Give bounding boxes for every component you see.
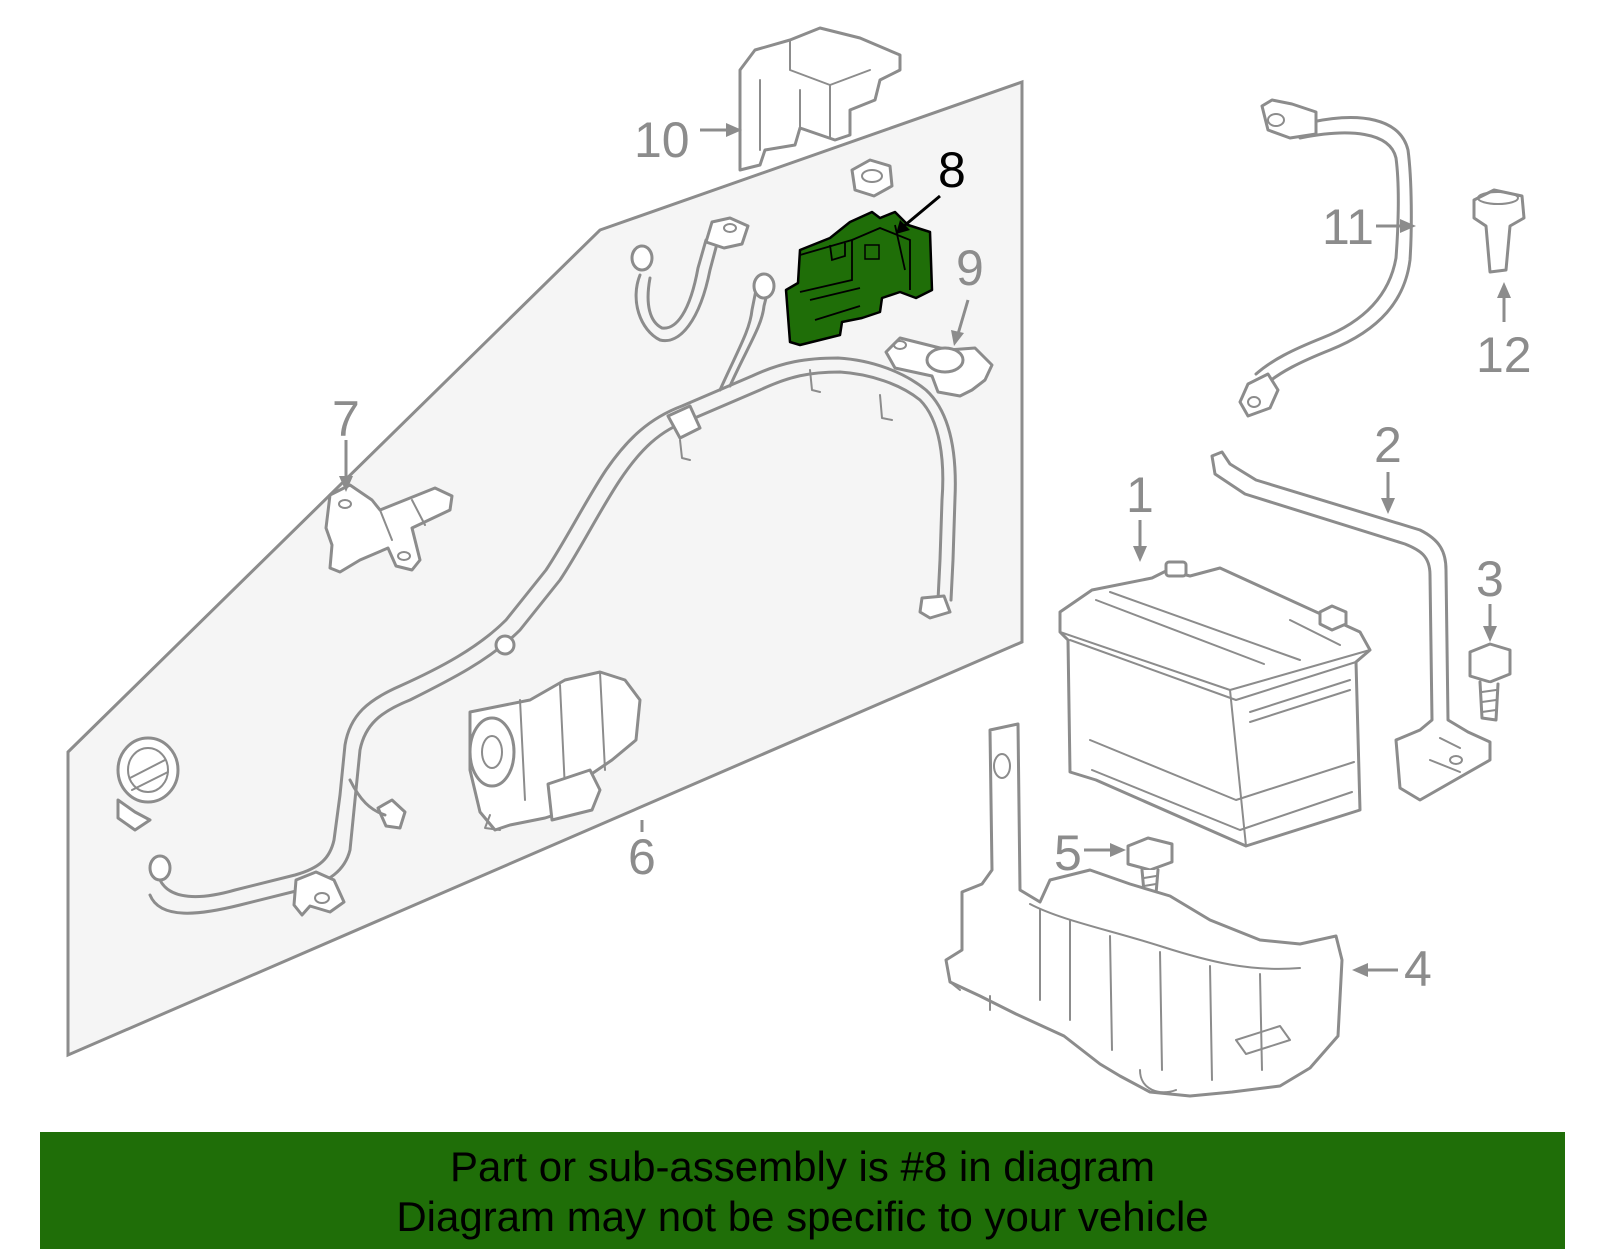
part-10-cover [738,26,902,172]
callout-2: 2 [1374,417,1402,473]
callout-11: 11 [1322,199,1374,255]
banner-line-2: Diagram may not be specific to your vehi… [396,1193,1209,1240]
part-6-harness [148,272,957,917]
info-banner: Part or sub-assembly is #8 in diagram Di… [40,1132,1565,1249]
part-3-bolt [1468,642,1512,722]
part-4-tray [944,722,1344,1098]
callout-7: 7 [332,391,360,447]
callout-9: 9 [956,240,984,296]
part-6-panel [66,79,1024,1058]
part-2-holddown [1210,450,1492,802]
callout-8: 8 [938,142,966,198]
part-8-junction-block [784,210,934,347]
callout-12: 12 [1476,327,1532,383]
starter-motor [468,670,642,832]
nut [850,158,894,198]
callout-3: 3 [1476,551,1504,607]
callout-6: 6 [628,829,656,885]
part-9-terminal [884,336,994,398]
callout-5: 5 [1054,825,1082,881]
part-1-battery [1058,560,1372,848]
callout-10: 10 [634,112,690,168]
part-11-cable [1238,98,1413,418]
callout-4: 4 [1404,941,1432,997]
callout-1: 1 [1126,467,1154,523]
short-cable [630,216,750,343]
part-7-bracket [324,483,454,574]
banner-line-1: Part or sub-assembly is #8 in diagram [450,1143,1155,1190]
ground-eyelet [116,736,180,832]
part-12-bolt [1472,188,1526,274]
